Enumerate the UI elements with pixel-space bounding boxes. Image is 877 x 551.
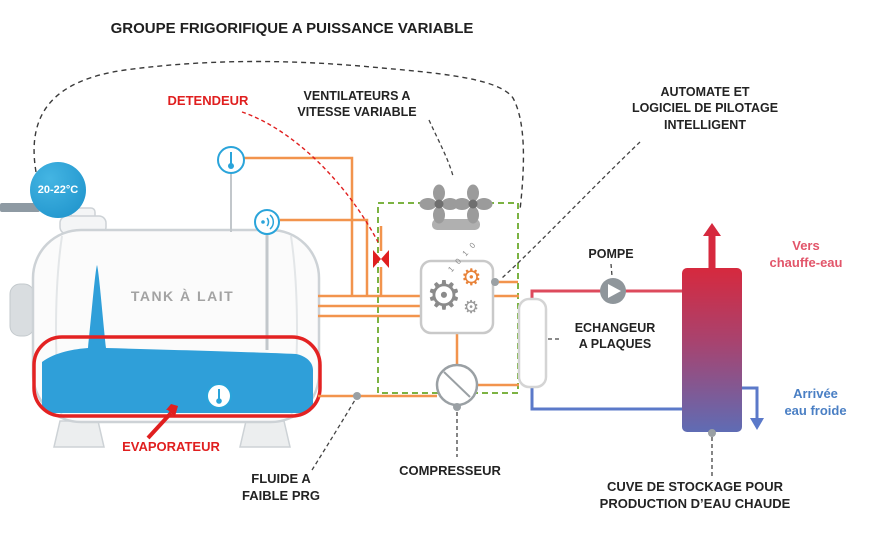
label-vers-chauffe-eau: Vers chauffe-eau (769, 238, 843, 270)
arrow-up-icon (703, 223, 721, 236)
controller-box (419, 259, 495, 335)
pump-icon (600, 278, 626, 304)
fan-icon (453, 184, 493, 224)
milk-liquid (42, 265, 313, 413)
temperature-value: 20-22°C (37, 184, 79, 196)
gear-icon: ⚙ (426, 274, 462, 318)
plate-exchanger (517, 297, 548, 389)
storage-tank (682, 268, 742, 432)
thermometer-icon (217, 146, 245, 174)
hot-water-pipe (530, 223, 721, 299)
diagram-title: GROUPE FRIGORIFIQUE A PUISSANCE VARIABLE (110, 20, 474, 37)
left-pipe (0, 203, 40, 212)
label-fluide-prg: FLUIDE A FAIBLE PRG (241, 471, 320, 503)
level-sensor-icon (254, 209, 280, 235)
gear-icon: ⚙ (461, 264, 482, 290)
evaporator-arrow-icon (146, 404, 178, 440)
group-outline-dashed (33, 60, 525, 211)
compressor-icon (435, 363, 479, 407)
label-compresseur: COMPRESSEUR (399, 463, 501, 478)
label-pompe: POMPE (588, 247, 634, 261)
label-arrivee-eau-froide: Arrivée eau froide (784, 386, 847, 418)
fan-mount (432, 219, 480, 230)
leader-lines (311, 119, 713, 476)
label-evaporateur: EVAPORATEUR (122, 439, 220, 454)
connector-dots (353, 278, 716, 437)
label-echangeur: ECHANGEUR A PLAQUES (574, 321, 656, 352)
label-automate: AUTOMATE ET LOGICIEL DE PILOTAGE INTELLI… (631, 85, 779, 132)
label-cuve-stockage: CUVE DE STOCKAGE POUR PRODUCTION D’EAU C… (599, 479, 791, 511)
expansion-valve-icon (373, 250, 389, 268)
detendeur-leader (241, 111, 379, 243)
label-detendeur: DETENDEUR (167, 93, 249, 108)
fan-icon (419, 184, 459, 224)
temperature-badge: 20-22°C (30, 162, 86, 218)
gear-icon: ⚙ (463, 297, 480, 317)
label-ventilateurs: VENTILATEURS A VITESSE VARIABLE (297, 89, 417, 120)
arrow-down-icon (750, 418, 764, 430)
tank-label: TANK À LAIT (130, 288, 235, 304)
cold-water-pipe (530, 386, 764, 430)
evaporator-highlight (32, 335, 322, 418)
milk-thermometer-icon (206, 383, 232, 409)
gears-icon: ⚙ ⚙ ⚙ 1 0 1 0 (423, 239, 493, 334)
